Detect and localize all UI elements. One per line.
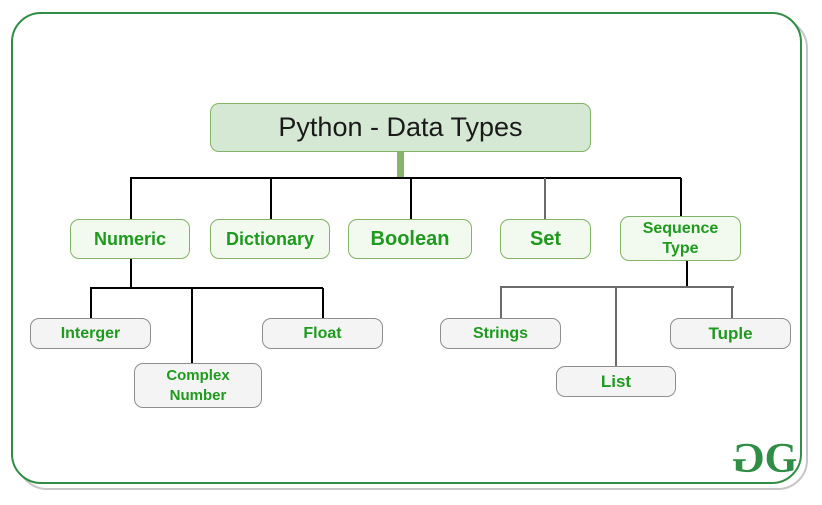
connector-drop-float — [322, 288, 324, 318]
connector-drop-complex — [191, 288, 193, 363]
connector-root-stem — [397, 152, 404, 178]
node-label: Boolean — [370, 227, 450, 250]
node-boolean: Boolean — [348, 219, 472, 259]
node-label: Interger — [60, 324, 121, 342]
node-label: List — [600, 371, 632, 391]
connector-drop-numeric — [130, 178, 132, 219]
node-label: Set — [529, 227, 562, 250]
connector-rail-sequence — [500, 286, 734, 288]
node-tuple: Tuple — [670, 318, 791, 349]
connector-numeric-stem — [130, 259, 132, 287]
node-strings: Strings — [440, 318, 561, 349]
node-numeric: Numeric — [70, 219, 190, 259]
connector-drop-list — [615, 288, 617, 366]
node-sequence-type: Sequence Type — [620, 216, 741, 261]
node-label: Python - Data Types — [278, 112, 523, 142]
node-complex-number: Complex Number — [134, 363, 262, 408]
node-label: Numeric — [93, 228, 167, 249]
node-dictionary: Dictionary — [210, 219, 330, 259]
connector-drop-sequence — [680, 178, 682, 216]
logo-mirrored-g: G — [738, 436, 765, 482]
connector-drop-dictionary — [270, 178, 272, 219]
node-label: Strings — [472, 324, 529, 342]
node-float: Float — [262, 318, 383, 349]
connector-rail-numeric — [90, 287, 323, 289]
node-label: Sequence Type — [642, 220, 719, 257]
node-label: Tuple — [708, 323, 753, 343]
node-label: Dictionary — [225, 228, 315, 249]
node-python-data-types: Python - Data Types — [210, 103, 591, 152]
node-set: Set — [500, 219, 591, 259]
node-label: Float — [303, 324, 342, 342]
node-interger: Interger — [30, 318, 151, 349]
node-label: Complex Number — [166, 367, 230, 404]
connector-sequence-stem — [686, 261, 688, 287]
geeksforgeeks-logo: GG — [738, 436, 798, 482]
node-list: List — [556, 366, 676, 397]
connector-drop-set — [544, 178, 546, 219]
connector-drop-interger — [90, 288, 92, 318]
logo-g: G — [764, 436, 798, 482]
connector-drop-boolean — [410, 178, 412, 219]
connector-drop-tuple — [731, 288, 733, 318]
connector-drop-strings — [500, 288, 502, 318]
connector-rail-level1 — [130, 177, 681, 179]
